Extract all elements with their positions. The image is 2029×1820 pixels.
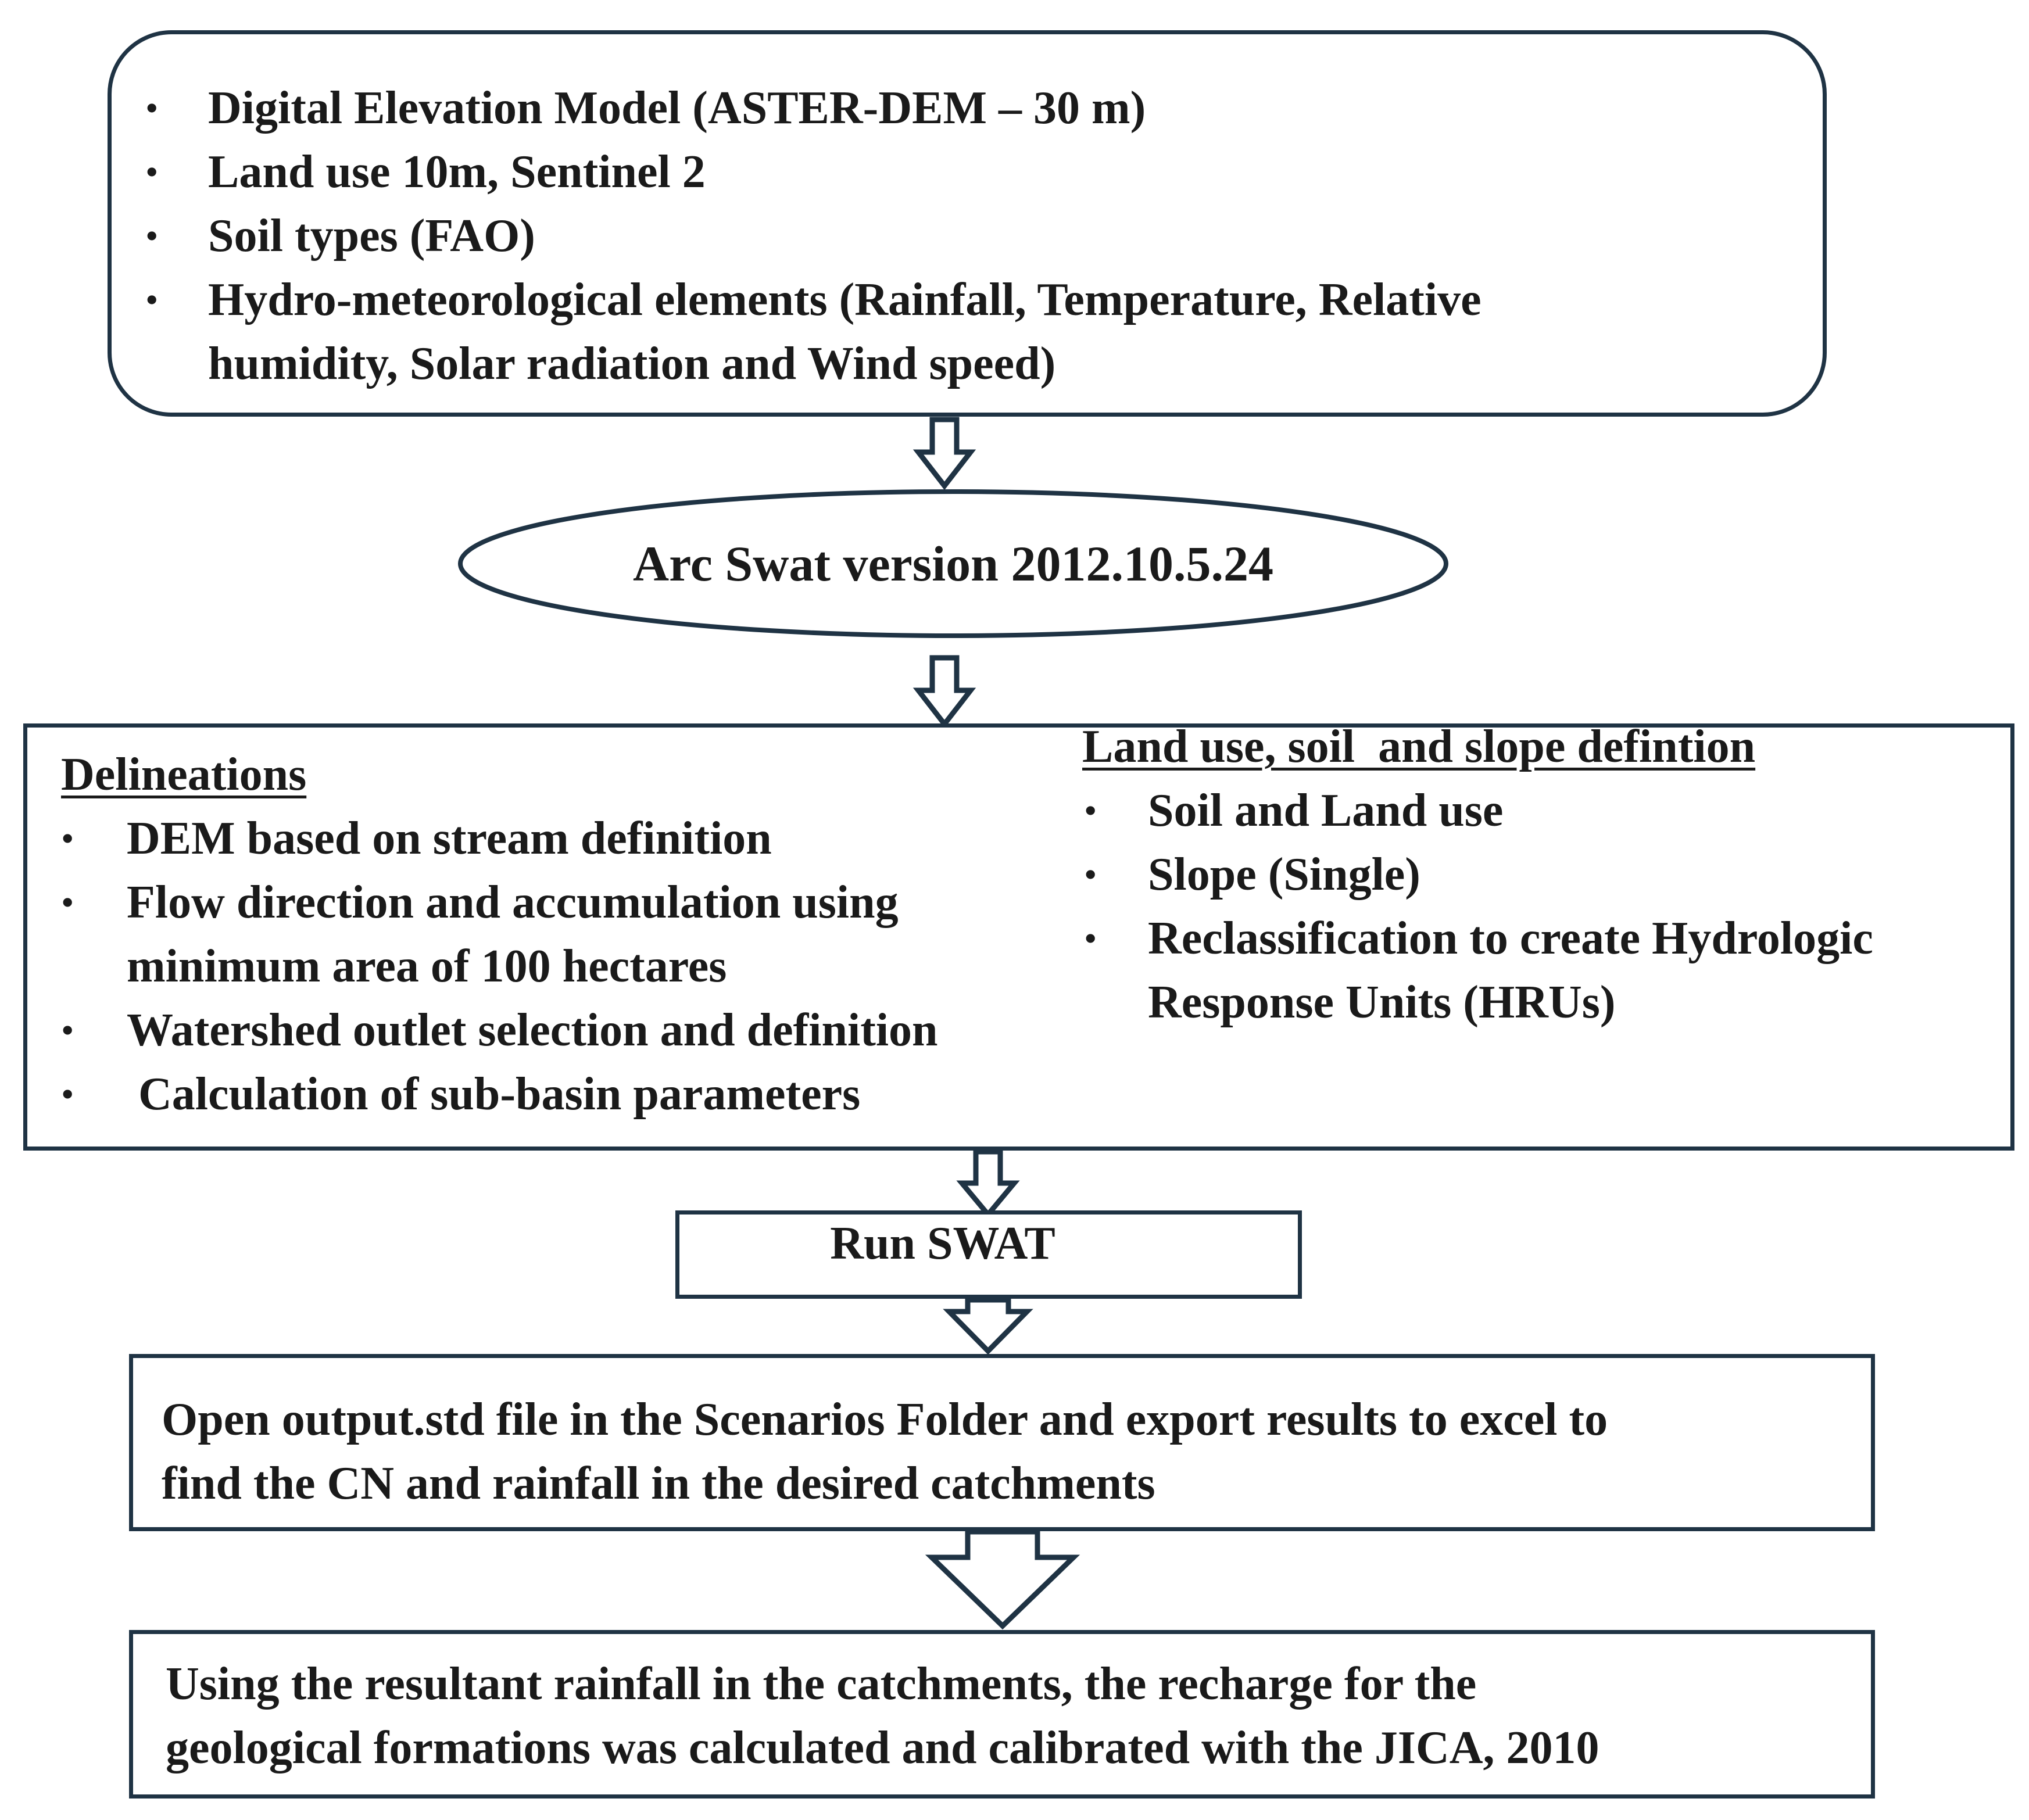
input-item-soil: Soil types (FAO) — [208, 210, 535, 261]
delineation-heading: Delineations — [61, 749, 307, 800]
bullet: • — [61, 1009, 74, 1051]
recharge-box — [129, 1630, 1875, 1798]
arcswat-label: Arc Swat version 2012.10.5.24 — [632, 536, 1273, 592]
bullet: • — [61, 818, 74, 859]
bullet: • — [145, 87, 159, 128]
recharge-line-1: Using the resultant rainfall in the catc… — [166, 1658, 1477, 1710]
bullet: • — [145, 215, 159, 256]
input-item-landuse: Land use 10m, Sentinel 2 — [208, 146, 706, 198]
delineation-item-flow: Flow direction and accumulation using — [127, 877, 899, 928]
down-arrow-3 — [956, 1149, 1020, 1219]
landuse-item-reclass-cont: Response Units (HRUs) — [1148, 977, 1616, 1028]
processing-box — [23, 723, 2014, 1151]
bullet: • — [1084, 918, 1097, 959]
bullet: • — [145, 151, 159, 192]
down-arrow-4 — [943, 1297, 1033, 1355]
run-swat-label: Run SWAT — [830, 1218, 1055, 1269]
input-item-hydromet-cont: humidity, Solar radiation and Wind speed… — [208, 338, 1056, 389]
delineation-item-dem: DEM based on stream definition — [127, 813, 772, 864]
arcswat-ellipse — [458, 489, 1448, 638]
output-line-2: find the CN and rainfall in the desired … — [162, 1458, 1155, 1509]
output-box — [129, 1354, 1875, 1531]
delineation-item-subbasin: Calculation of sub-basin parameters — [127, 1069, 861, 1120]
bullet: • — [61, 1073, 74, 1115]
recharge-line-2: geological formations was calculated and… — [166, 1722, 1599, 1774]
input-item-hydromet: Hydro-meteorological elements (Rainfall,… — [208, 274, 1482, 325]
landuse-item-soil: Soil and Land use — [1148, 785, 1504, 836]
bullet: • — [61, 882, 74, 923]
bullet: • — [1084, 854, 1097, 895]
landuse-heading: Land use, soil and slope defintion — [1082, 721, 1756, 772]
down-arrow-1 — [912, 417, 976, 490]
down-arrow-5 — [925, 1529, 1080, 1630]
landuse-item-slope: Slope (Single) — [1148, 849, 1420, 900]
bullet: • — [1084, 790, 1097, 831]
output-line-1: Open output.std file in the Scenarios Fo… — [162, 1394, 1608, 1445]
down-arrow-2 — [912, 655, 976, 729]
landuse-item-reclass: Reclassification to create Hydrologic — [1148, 913, 1873, 964]
input-item-dem: Digital Elevation Model (ASTER-DEM – 30 … — [208, 83, 1146, 134]
delineation-item-flow-cont: minimum area of 100 hectares — [127, 941, 727, 992]
run-swat-box — [675, 1210, 1302, 1299]
bullet: • — [145, 279, 159, 320]
input-data-box — [108, 30, 1827, 417]
delineation-item-outlet: Watershed outlet selection and definitio… — [127, 1005, 938, 1056]
